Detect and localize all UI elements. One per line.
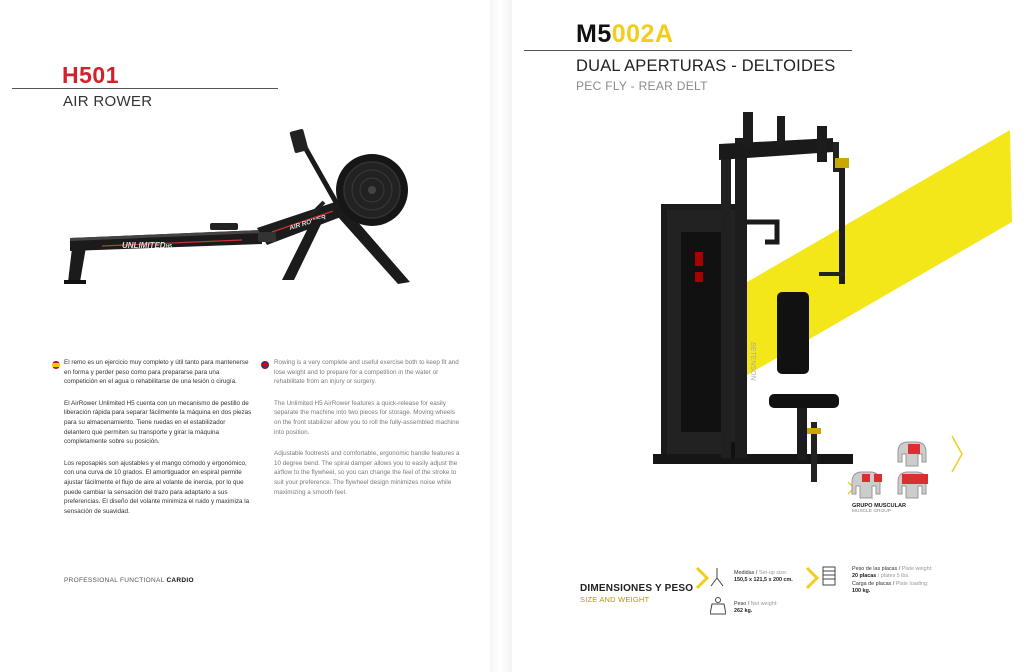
en-paragraph-2: The Unlimited H5 AirRower features a qui…: [274, 399, 460, 436]
dimensions-subtitle: SIZE AND WEIGHT: [580, 595, 650, 604]
en-paragraph-3: Adjustable footrests and comfortable, er…: [274, 450, 460, 496]
spain-flag-icon: [52, 361, 60, 369]
svg-text:UNLIMITEDH5: UNLIMITEDH5: [122, 241, 172, 250]
page-footer: PROFESSIONAL FUNCTIONAL CARDIO: [64, 577, 194, 584]
english-description: Rowing is a very complete and useful exe…: [274, 358, 462, 509]
es-paragraph-1: El remo es un ejercicio muy completo y ú…: [64, 359, 249, 386]
product-code: H501: [62, 62, 119, 88]
muscle-group-sublabel: MUSCLE GROUP: [852, 509, 891, 514]
measures-spec: Medidas / Set-up size: 150,5 x 121,5 x 2…: [734, 570, 793, 585]
measures-translation: Set-up size:: [758, 570, 788, 576]
weight-value: 262 kg.: [734, 608, 753, 615]
title-rule: [524, 50, 852, 51]
spanish-description: El remo es un ejercicio muy completo y ú…: [64, 358, 252, 528]
air-rower-image: UNLIMITEDH5 AIR ROWER: [64, 129, 410, 284]
pec-fly-machine-image: BETENSON: [653, 112, 853, 482]
chevron-right-icon: [805, 566, 819, 590]
code-part-a: M5: [576, 20, 612, 48]
chevron-right-icon: [695, 566, 709, 590]
code-part-b: 002A: [611, 20, 674, 48]
weight-label: Peso /: [734, 601, 751, 607]
dimensions-arrows-icon: [710, 568, 724, 587]
rail-brand-text: UNLIMITED: [122, 241, 166, 250]
right-page: M5002A DUAL APERTURAS - DELTOIDES PEC FL…: [512, 0, 1024, 672]
muscle-group-image: [847, 435, 963, 499]
en-paragraph-1: Rowing is a very complete and useful exe…: [274, 359, 459, 386]
plates-spec: Peso de las placas / Plate weight: 20 pl…: [852, 566, 933, 596]
weight-spec: Peso / Net weight: 262 kg.: [734, 601, 778, 616]
es-paragraph-3: Los reposapiés son ajustables y el mango…: [64, 459, 250, 515]
footer-prefix: PROFESSIONAL FUNCTIONAL: [64, 577, 167, 584]
left-page: H501 AIR ROWER UNLIMITEDH5 AIR ROWER: [0, 0, 500, 672]
product-name: DUAL APERTURAS - DELTOIDES: [576, 57, 836, 75]
measures-value: 150,5 x 121,5 x 200 cm.: [734, 577, 793, 584]
uk-flag-icon: [261, 361, 269, 369]
plates-translation: Plate weight:: [901, 566, 933, 572]
product-subtitle: PEC FLY - REAR DELT: [576, 79, 708, 93]
plates-value: 20 placas: [852, 573, 877, 580]
product-name: AIR ROWER: [63, 93, 153, 110]
dimensions-title: DIMENSIONES Y PESO: [580, 583, 694, 594]
measures-label: Medidas /: [734, 570, 759, 576]
weight-translation: Net weight:: [750, 601, 778, 607]
title-rule: [12, 88, 278, 89]
yellow-accent-band: [742, 130, 1012, 378]
plate-stack-icon: [822, 566, 836, 586]
footer-category: CARDIO: [166, 577, 194, 584]
loading-translation: Plate loading:: [895, 580, 929, 587]
weight-icon: [710, 597, 726, 615]
loading-value: 100 kg.: [852, 588, 871, 595]
machine-brand-text: BETENSON: [749, 342, 756, 381]
loading-label: Carga de placas /: [852, 580, 896, 587]
muscle-group-label: GRUPO MUSCULAR: [852, 503, 907, 509]
plates-value-translation: / plates 5 lbs.: [876, 573, 910, 580]
rail-brand-suffix: H5: [166, 244, 173, 250]
page-gutter: [490, 0, 512, 672]
plates-label: Peso de las placas /: [852, 566, 902, 572]
product-code: M5002A: [576, 20, 674, 49]
es-paragraph-2: El AirRower Unlimited H5 cuenta con un m…: [64, 399, 252, 446]
